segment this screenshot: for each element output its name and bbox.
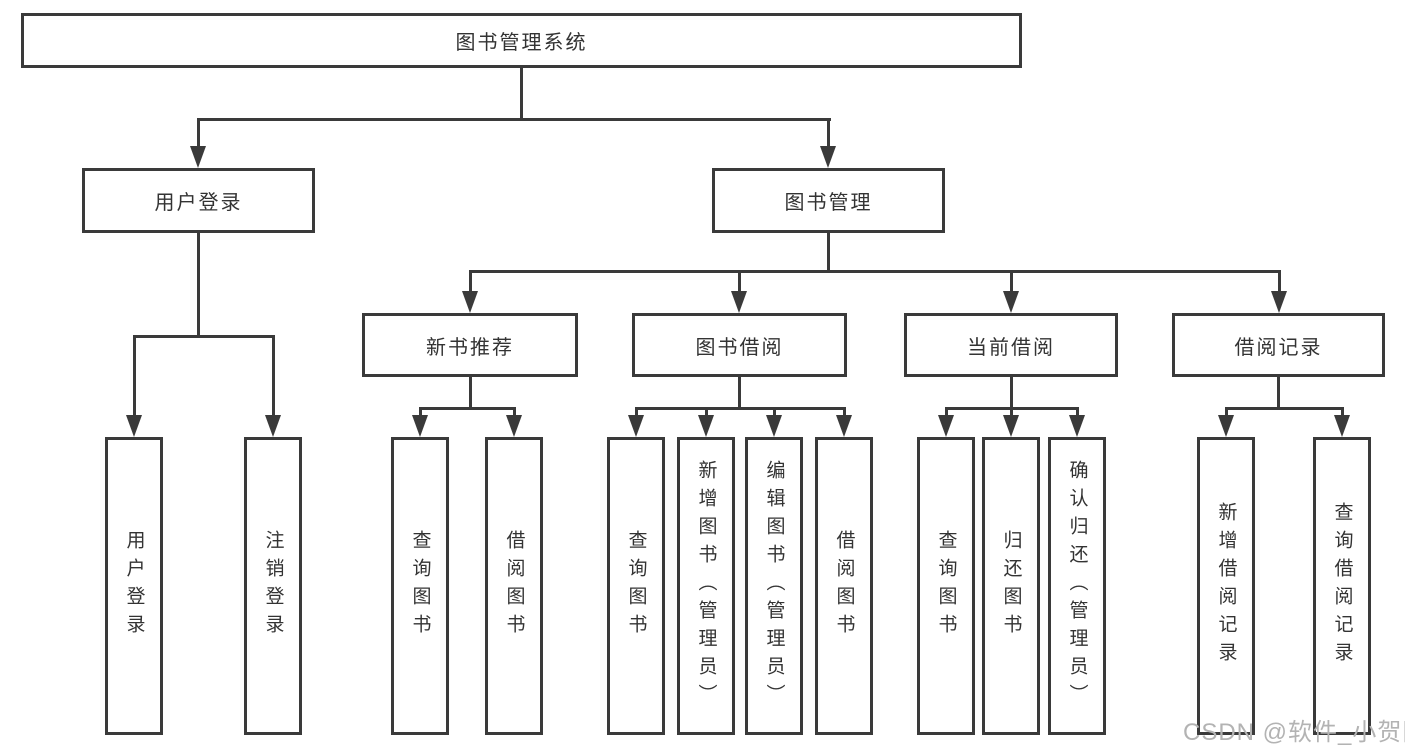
arrow-down-icon <box>766 407 782 437</box>
connector-line <box>469 377 472 407</box>
arrow-down-icon <box>731 270 747 313</box>
connector-line <box>133 335 275 338</box>
node-label: 新书推荐 <box>426 336 514 359</box>
connector-line <box>738 377 741 407</box>
connector-line <box>1277 377 1280 407</box>
arrow-down-icon <box>820 118 836 168</box>
arrow-down-icon <box>412 407 428 437</box>
leaf-borrowing-borrow-books: 借阅图书 <box>815 437 873 735</box>
node-borrowing-records: 借阅记录 <box>1172 313 1385 377</box>
leaf-current-confirm-return-admin: 确认归还（管理员） <box>1048 437 1106 735</box>
node-label: 图书管理系统 <box>455 32 588 54</box>
connector-line <box>469 270 1280 273</box>
leaf-label: 注销登录 <box>262 530 284 642</box>
connector-line <box>1010 377 1013 407</box>
connector-line <box>1225 407 1344 410</box>
csdn-watermark: CSDN @软件_小贺同学 <box>1183 719 1405 746</box>
connector-line <box>827 233 830 270</box>
node-user-login: 用户登录 <box>82 168 315 233</box>
connector-line <box>197 118 831 121</box>
node-book-borrowing: 图书借阅 <box>632 313 847 377</box>
connector-line <box>520 68 523 118</box>
leaf-records-query-borrow-record: 查询借阅记录 <box>1313 437 1371 735</box>
leaf-label: 确认归还（管理员） <box>1066 460 1088 712</box>
arrow-down-icon <box>938 407 954 437</box>
node-library-management-system: 图书管理系统 <box>21 13 1022 68</box>
leaf-recommend-query-books: 查询图书 <box>391 437 449 735</box>
leaf-label: 查询图书 <box>409 530 431 642</box>
arrow-down-icon <box>190 118 206 168</box>
arrow-down-icon <box>1218 407 1234 437</box>
leaf-borrowing-edit-books-admin: 编辑图书（管理员） <box>745 437 803 735</box>
connector-line <box>419 407 516 410</box>
arrow-down-icon <box>1069 407 1085 437</box>
leaf-label: 借阅图书 <box>503 530 525 642</box>
leaf-recommend-borrow-books: 借阅图书 <box>485 437 543 735</box>
leaf-current-query-books: 查询图书 <box>917 437 975 735</box>
arrow-down-icon <box>462 270 478 313</box>
leaf-borrowing-query-books: 查询图书 <box>607 437 665 735</box>
leaf-label: 新增借阅记录 <box>1215 502 1237 670</box>
arrow-down-icon <box>1003 407 1019 437</box>
connector-line <box>635 407 846 410</box>
node-label: 借阅记录 <box>1234 336 1323 359</box>
leaf-logout: 注销登录 <box>244 437 302 735</box>
leaf-label: 查询图书 <box>935 530 957 642</box>
arrow-down-icon <box>628 407 644 437</box>
node-label: 当前借阅 <box>967 336 1055 359</box>
node-new-book-recommend: 新书推荐 <box>362 313 578 377</box>
leaf-label: 借阅图书 <box>833 530 855 642</box>
leaf-label: 用户登录 <box>123 530 145 642</box>
node-label: 图书借阅 <box>695 336 784 359</box>
arrow-down-icon <box>836 407 852 437</box>
leaf-borrowing-add-books-admin: 新增图书（管理员） <box>677 437 735 735</box>
leaf-user-login: 用户登录 <box>105 437 163 735</box>
arrow-down-icon <box>506 407 522 437</box>
arrow-down-icon <box>1334 407 1350 437</box>
arrow-down-icon <box>1271 270 1287 313</box>
arrow-down-icon <box>1003 270 1019 313</box>
leaf-label: 查询借阅记录 <box>1331 502 1353 670</box>
node-label: 用户登录 <box>154 192 243 214</box>
leaf-label: 查询图书 <box>625 530 647 642</box>
leaf-records-add-borrow-record: 新增借阅记录 <box>1197 437 1255 735</box>
arrow-down-icon <box>698 407 714 437</box>
arrow-down-icon <box>265 335 281 437</box>
leaf-label: 编辑图书（管理员） <box>763 460 785 712</box>
connector-line <box>197 233 200 335</box>
node-label: 图书管理 <box>784 192 873 214</box>
leaf-current-return-books: 归还图书 <box>982 437 1040 735</box>
leaf-label: 新增图书（管理员） <box>695 460 717 712</box>
arrow-down-icon <box>126 335 142 437</box>
node-current-borrowing: 当前借阅 <box>904 313 1118 377</box>
node-book-management: 图书管理 <box>712 168 945 233</box>
leaf-label: 归还图书 <box>1000 530 1022 642</box>
